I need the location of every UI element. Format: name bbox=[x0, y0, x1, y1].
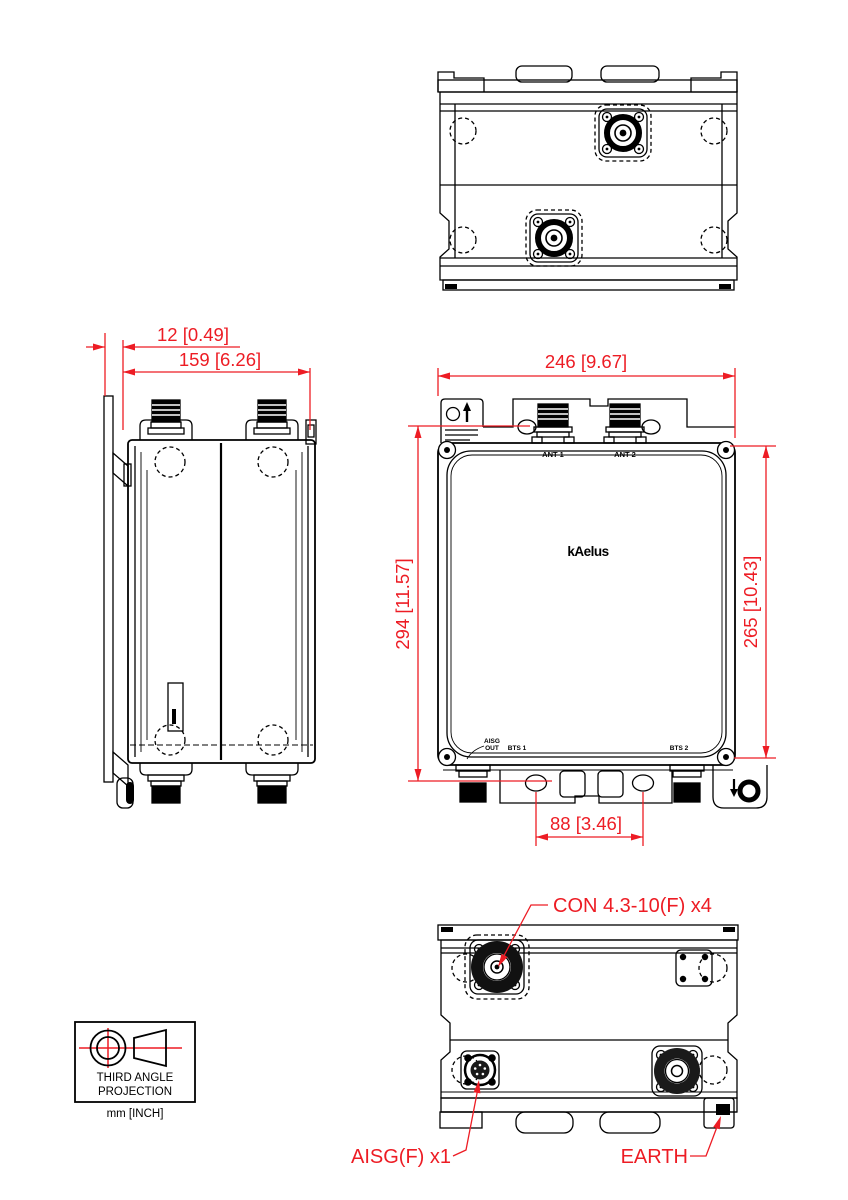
ant1-label: ANT 1 bbox=[542, 450, 564, 459]
projection-symbol-box: THIRD ANGLE PROJECTION bbox=[74, 1021, 196, 1103]
dim-front-width bbox=[437, 368, 736, 438]
top-view-connector bbox=[525, 209, 583, 267]
dim-side-depth-text: 159 [6.26] bbox=[179, 349, 261, 370]
mounting-hole bbox=[559, 770, 586, 798]
callout-con-text: CON 4.3-10(F) x4 bbox=[553, 895, 712, 917]
side-label-plate bbox=[167, 682, 184, 732]
mounting-bracket bbox=[103, 395, 134, 809]
front-view bbox=[437, 398, 768, 809]
orientation-tab bbox=[440, 398, 484, 443]
down-arrow-icon bbox=[730, 779, 738, 797]
top-view-connector bbox=[594, 104, 652, 162]
top-view-bump bbox=[515, 65, 573, 83]
aisg-connector bbox=[460, 1050, 500, 1090]
callout-earth-text: EARTH bbox=[621, 1146, 688, 1168]
callout-con-leader bbox=[498, 904, 548, 967]
con-connector bbox=[464, 934, 530, 1000]
ant2-label: ANT 2 bbox=[614, 450, 636, 459]
mounting-hole bbox=[597, 770, 624, 798]
dim-front-width-text: 246 [9.67] bbox=[545, 351, 627, 372]
dim-body-height-text: 265 [10.43] bbox=[740, 556, 761, 649]
top-view-corner-tab bbox=[437, 71, 485, 92]
projection-symbol bbox=[79, 1028, 182, 1068]
mounting-slot bbox=[631, 774, 655, 792]
dim-overall-height-text: 294 [11.57] bbox=[392, 558, 413, 649]
bottom-view-top-rail bbox=[437, 924, 739, 941]
top-view-corner-tab bbox=[690, 71, 738, 92]
bottom-view bbox=[437, 924, 739, 1134]
bts2-connector bbox=[669, 764, 705, 803]
corner-screw bbox=[437, 440, 736, 767]
top-view-bump bbox=[600, 65, 660, 83]
dimensions bbox=[86, 333, 776, 1157]
dim-slot-spacing-text: 88 [3.46] bbox=[550, 813, 622, 834]
bottom-rail bbox=[442, 279, 735, 291]
side-view-bottom-connector bbox=[139, 763, 193, 804]
bts2-label: BTS 2 bbox=[670, 745, 689, 752]
callout-aisg-text: AISG(F) x1 bbox=[351, 1146, 451, 1168]
tab-hole bbox=[445, 406, 461, 422]
bts1-connector bbox=[455, 764, 491, 803]
dim-slot-spacing bbox=[535, 792, 644, 846]
units-label: mm [INCH] bbox=[107, 1108, 164, 1120]
top-rail bbox=[437, 79, 738, 93]
blank-port-plate bbox=[675, 949, 713, 987]
up-arrow-icon bbox=[463, 402, 471, 422]
callout-earth-leader bbox=[690, 1116, 721, 1157]
earth-tab bbox=[712, 765, 768, 809]
projection-label-line2: PROJECTION bbox=[98, 1086, 172, 1098]
earth-terminal-icon bbox=[737, 779, 761, 803]
projection-label-line1: THIRD ANGLE bbox=[97, 1072, 174, 1084]
bottom-bracket-plate bbox=[499, 770, 673, 804]
dim-bracket-offset-text: 12 [0.49] bbox=[157, 324, 229, 345]
top-view-body bbox=[439, 91, 738, 281]
aisg-out-label-line1: AISG bbox=[484, 738, 500, 745]
dim-bracket-offset bbox=[86, 333, 240, 430]
bts-connector-bottom bbox=[651, 1045, 703, 1097]
dim-side-depth bbox=[123, 368, 311, 430]
ant2-connector bbox=[603, 403, 661, 444]
dim-body-height bbox=[730, 445, 776, 759]
top-view bbox=[437, 65, 738, 291]
callout-aisg-leader bbox=[452, 1080, 481, 1157]
dim-overall-height bbox=[408, 425, 552, 782]
ant1-connector bbox=[517, 403, 575, 444]
aisg-out-label-line2: OUT bbox=[485, 745, 499, 752]
side-view-top-connector bbox=[245, 399, 299, 440]
side-view bbox=[103, 395, 317, 809]
brand-logo: kAelus bbox=[567, 544, 608, 559]
mounting-slot bbox=[524, 774, 548, 792]
side-view-bottom-connector bbox=[245, 763, 299, 804]
bts1-label: BTS 1 bbox=[508, 745, 527, 752]
side-view-top-connector bbox=[139, 399, 193, 440]
